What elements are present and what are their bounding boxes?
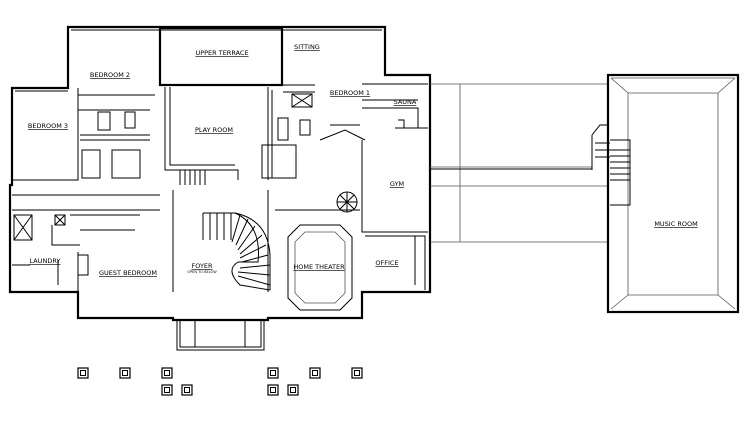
room-label-bedroom-3: BEDROOM 3	[28, 122, 68, 130]
room-label-gym: GYM	[390, 180, 404, 188]
theater-seating-outline	[287, 224, 353, 311]
main-house-walls	[8, 25, 432, 351]
room-label-bedroom-1: BEDROOM 1	[330, 89, 370, 97]
music-room-walls	[591, 73, 740, 314]
column-footings	[77, 367, 363, 396]
room-label-home-theater: HOME THEATER	[293, 263, 345, 271]
walkway-connectors	[430, 83, 608, 243]
room-label-upper-terrace: UPPER TERRACE	[195, 49, 248, 57]
room-label-foyer: FOYER	[191, 262, 213, 270]
room-label-office: OFFICE	[375, 259, 398, 267]
room-label-laundry: LAUNDRY	[30, 257, 61, 265]
room-label-music-room: MUSIC ROOM	[654, 220, 697, 228]
curved-staircase	[202, 212, 271, 291]
room-label-sitting: SITTING	[294, 43, 320, 51]
room-note-open-to-below: OPEN TO BELOW	[187, 270, 217, 274]
room-label-bedroom-2: BEDROOM 2	[90, 71, 130, 79]
room-label-guest-bedroom: GUEST BEDROOM	[99, 269, 157, 277]
room-label-sauna: SAUNA	[394, 98, 417, 106]
room-label-play-room: PLAY ROOM	[195, 126, 233, 134]
